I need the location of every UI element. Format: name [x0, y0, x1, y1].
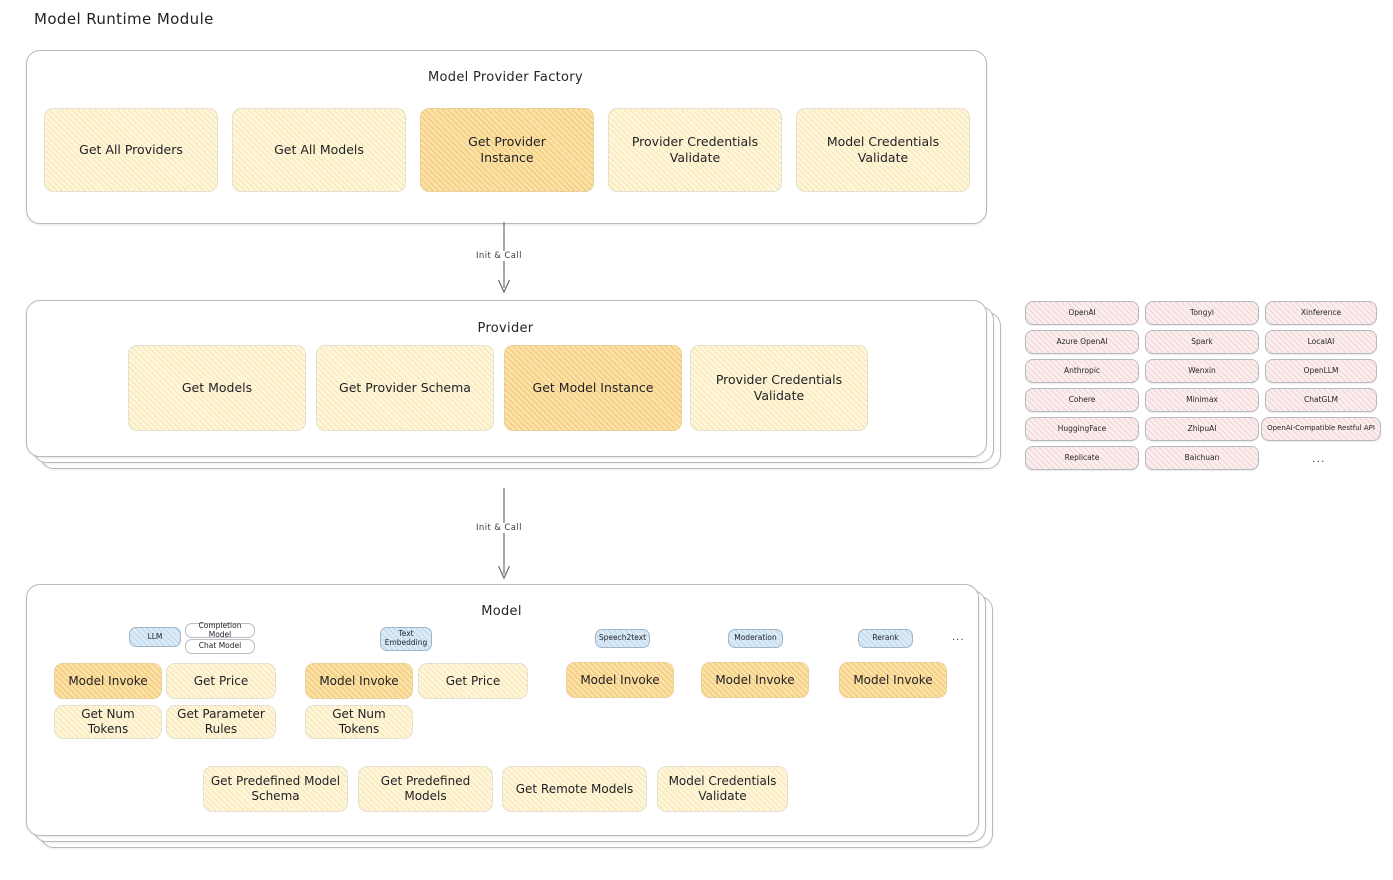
node-get-predefined-model-schema[interactable]: Get Predefined Model Schema	[203, 766, 348, 812]
model-provider-factory-title: Model Provider Factory	[428, 70, 583, 85]
node-text-embedding-get-num-tokens[interactable]: Get Num Tokens	[305, 705, 413, 739]
node-get-remote-models[interactable]: Get Remote Models	[502, 766, 647, 812]
node-get-models[interactable]: Get Models	[128, 345, 306, 431]
chip-provider-baichuan[interactable]: Baichuan	[1145, 446, 1259, 470]
node-rerank-model-invoke[interactable]: Model Invoke	[839, 662, 947, 698]
chip-provider-chatglm[interactable]: ChatGLM	[1265, 388, 1377, 412]
badge-llm-chat-model[interactable]: Chat Model	[185, 639, 255, 654]
chip-provider-wenxin[interactable]: Wenxin	[1145, 359, 1259, 383]
node-provider-credentials-validate-factory[interactable]: Provider Credentials Validate	[608, 108, 782, 192]
chip-provider-azure-openai[interactable]: Azure OpenAI	[1025, 330, 1139, 354]
chip-provider-localai[interactable]: LocalAI	[1265, 330, 1377, 354]
model-types-more-ellipsis: ...	[952, 632, 965, 643]
node-llm-model-invoke[interactable]: Model Invoke	[54, 663, 162, 699]
badge-model-type-rerank[interactable]: Rerank	[858, 629, 913, 648]
model-title: Model	[481, 604, 522, 619]
badge-model-type-speech2text[interactable]: Speech2text	[595, 629, 650, 648]
node-model-credentials-validate-factory[interactable]: Model Credentials Validate	[796, 108, 970, 192]
node-get-provider-schema[interactable]: Get Provider Schema	[316, 345, 494, 431]
chip-provider-replicate[interactable]: Replicate	[1025, 446, 1139, 470]
badge-model-type-text-embedding[interactable]: Text Embedding	[380, 627, 432, 651]
badge-model-type-llm[interactable]: LLM	[129, 627, 181, 647]
node-llm-get-price[interactable]: Get Price	[166, 663, 276, 699]
node-text-embedding-model-invoke[interactable]: Model Invoke	[305, 663, 413, 699]
badge-llm-completion-model[interactable]: Completion Model	[185, 621, 255, 638]
chip-provider-openai-compatible-restful-api[interactable]: OpenAI-Compatible Restful API	[1261, 417, 1381, 441]
node-provider-credentials-validate[interactable]: Provider Credentials Validate	[690, 345, 868, 431]
chip-provider-tongyi[interactable]: Tongyi	[1145, 301, 1259, 325]
node-llm-get-parameter-rules[interactable]: Get Parameter Rules	[166, 705, 276, 739]
arrow-label-init-and-call-1: Init & Call	[473, 251, 525, 261]
node-get-all-models[interactable]: Get All Models	[232, 108, 406, 192]
arrow-label-init-and-call-2: Init & Call	[473, 523, 525, 533]
chip-provider-openai[interactable]: OpenAI	[1025, 301, 1139, 325]
page-title: Model Runtime Module	[34, 10, 214, 28]
node-speech2text-model-invoke[interactable]: Model Invoke	[566, 662, 674, 698]
chip-provider-xinference[interactable]: Xinference	[1265, 301, 1377, 325]
chip-provider-spark[interactable]: Spark	[1145, 330, 1259, 354]
arrow-provider-to-model	[497, 488, 511, 580]
chip-provider-zhipuai[interactable]: ZhipuAI	[1145, 417, 1259, 441]
node-model-credentials-validate[interactable]: Model Credentials Validate	[657, 766, 788, 812]
node-moderation-model-invoke[interactable]: Model Invoke	[701, 662, 809, 698]
chip-provider-huggingface[interactable]: HuggingFace	[1025, 417, 1139, 441]
chip-provider-anthropic[interactable]: Anthropic	[1025, 359, 1139, 383]
provider-list-more-ellipsis: ...	[1312, 452, 1326, 465]
node-get-model-instance[interactable]: Get Model Instance	[504, 345, 682, 431]
node-get-all-providers[interactable]: Get All Providers	[44, 108, 218, 192]
node-text-embedding-get-price[interactable]: Get Price	[418, 663, 528, 699]
node-get-predefined-models[interactable]: Get Predefined Models	[358, 766, 493, 812]
provider-title: Provider	[477, 321, 534, 336]
badge-model-type-moderation[interactable]: Moderation	[728, 629, 783, 648]
chip-provider-minimax[interactable]: Minimax	[1145, 388, 1259, 412]
node-llm-get-num-tokens[interactable]: Get Num Tokens	[54, 705, 162, 739]
chip-provider-cohere[interactable]: Cohere	[1025, 388, 1139, 412]
chip-provider-openllm[interactable]: OpenLLM	[1265, 359, 1377, 383]
node-get-provider-instance[interactable]: Get Provider Instance	[420, 108, 594, 192]
